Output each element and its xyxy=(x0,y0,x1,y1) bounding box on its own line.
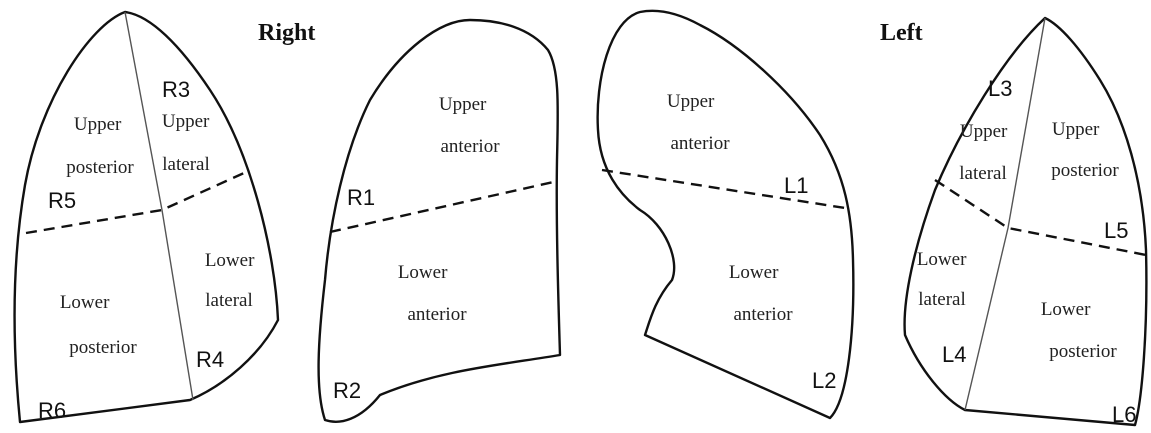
zone-code-l6: L6 xyxy=(1112,402,1136,427)
left-lateral-fissure xyxy=(934,178,1147,257)
zone-code-r3: R3 xyxy=(162,77,190,102)
region-lower-anterior-left: Lower anterior xyxy=(729,262,793,325)
region-upper-lateral-left: Upper lateral xyxy=(959,121,1012,184)
right-anterior-fissure xyxy=(329,179,559,234)
region-lower-lateral-left: Lower lateral xyxy=(917,249,971,310)
region-upper-anterior-right: Upper anterior xyxy=(439,94,500,157)
zone-code-l1: L1 xyxy=(784,173,808,198)
left-anterior-fissure xyxy=(601,168,846,210)
zone-code-r2: R2 xyxy=(333,378,361,403)
right-lateral-vertical-divider xyxy=(124,11,194,401)
title-left: Left xyxy=(880,20,923,46)
zone-code-r4: R4 xyxy=(196,347,224,372)
left-anterior-outline xyxy=(596,9,855,420)
region-lower-lateral-right: Lower lateral xyxy=(205,250,259,311)
left-lateral-lung xyxy=(903,16,1148,427)
right-anterior-outline xyxy=(317,18,562,423)
title-right: Right xyxy=(258,20,315,46)
right-lateral-lung xyxy=(13,10,280,424)
left-lateral-vertical-divider xyxy=(964,17,1046,411)
region-upper-anterior-left: Upper anterior xyxy=(667,91,730,154)
left-lateral-outline xyxy=(903,16,1148,427)
zone-code-l4: L4 xyxy=(942,342,966,367)
region-lower-anterior-right: Lower anterior xyxy=(398,262,467,325)
zone-code-l5: L5 xyxy=(1104,218,1128,243)
right-lateral-outline xyxy=(13,10,280,424)
left-anterior-lung xyxy=(596,9,855,420)
zone-code-r6: R6 xyxy=(38,398,66,423)
zone-code-r5: R5 xyxy=(48,188,76,213)
region-upper-lateral-right: Upper lateral xyxy=(162,111,214,175)
region-lower-posterior-left: Lower posterior xyxy=(1041,299,1118,362)
zone-code-l2: L2 xyxy=(812,368,836,393)
zone-code-l3: L3 xyxy=(988,76,1012,101)
region-upper-posterior-left: Upper posterior xyxy=(1051,119,1119,181)
zone-code-r1: R1 xyxy=(347,185,375,210)
region-lower-posterior-right: Lower posterior xyxy=(60,292,138,358)
right-anterior-lung xyxy=(317,18,562,423)
right-lateral-fissure xyxy=(25,171,245,235)
region-upper-posterior-right: Upper posterior xyxy=(66,114,134,178)
